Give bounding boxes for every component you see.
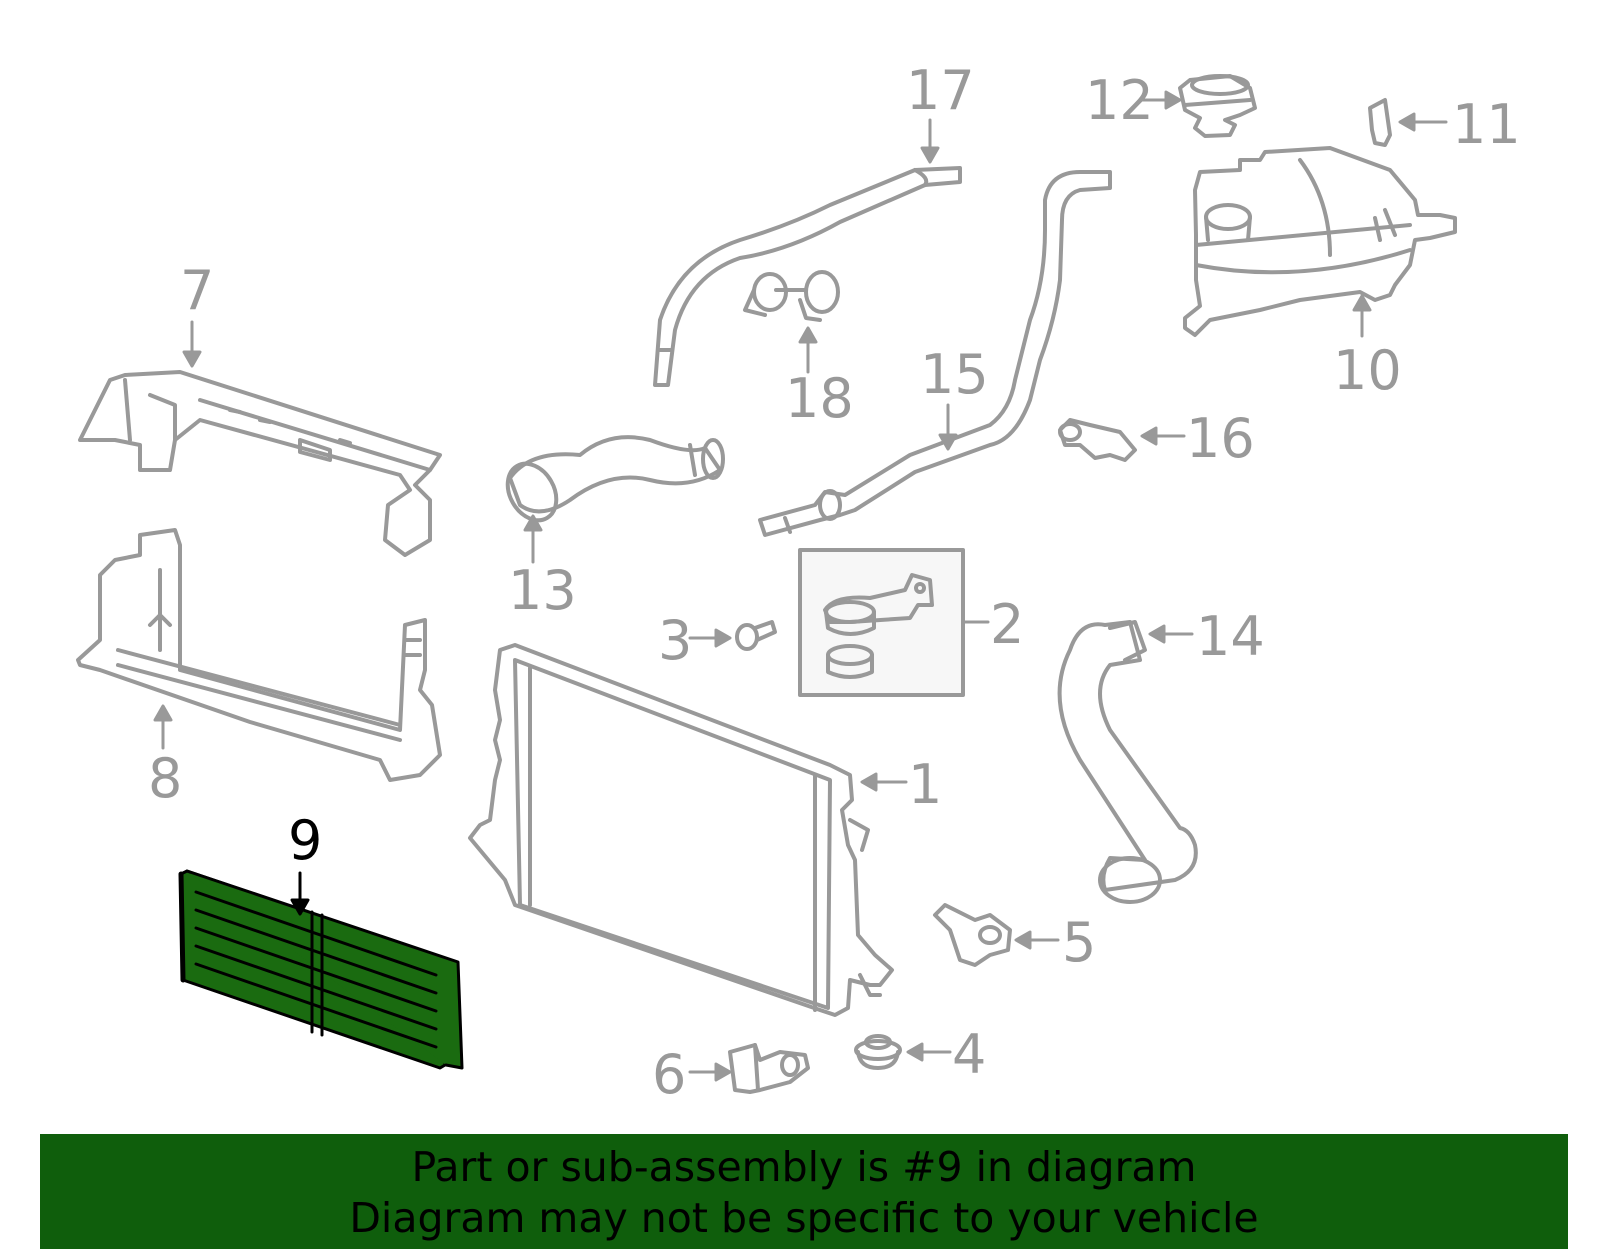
callout-6: 6 [652,1043,687,1106]
callout-13: 13 [508,559,577,622]
leader-12 [1138,90,1182,110]
callout-5: 5 [1062,911,1097,974]
leader-5 [1014,930,1060,950]
part-12-cap [1178,74,1257,138]
leader-18 [798,326,818,374]
callout-3: 3 [658,609,693,672]
callout-9: 9 [288,809,323,872]
callout-10: 10 [1333,339,1402,402]
callout-2: 2 [990,593,1025,656]
part-10-reservoir [1183,146,1457,337]
banner-line-2: Diagram may not be specific to your vehi… [349,1194,1259,1242]
callout-12: 12 [1085,69,1154,132]
leader-14 [1148,624,1194,644]
callout-4: 4 [952,1023,987,1086]
leader-7 [182,320,202,368]
part-6-sensor [728,1043,810,1094]
leader-1 [860,772,908,792]
banner-line-1: Part or sub-assembly is #9 in diagram [411,1143,1197,1191]
part-17-hose [653,166,962,387]
callout-16: 16 [1186,407,1255,470]
part-4-grommet [854,1034,902,1070]
callout-7: 7 [180,259,215,322]
parts-diagram [76,74,1457,1094]
part-9-shutter-assembly [178,869,464,1070]
callout-1: 1 [908,753,943,816]
part-2-grommet-kit [798,548,965,697]
leader-16 [1140,426,1186,446]
part-3-bolt [735,620,777,651]
callout-8: 8 [148,747,183,810]
part-18-clamp [743,270,840,322]
part-15-hose [758,170,1112,537]
leader-8 [153,704,173,750]
callout-18: 18 [785,367,854,430]
leader-arrows [153,90,1448,1082]
callout-11: 11 [1452,93,1521,156]
callout-14: 14 [1196,605,1265,668]
leader-4 [906,1042,952,1062]
part-1-radiator [468,643,894,1017]
leader-17 [920,118,940,164]
leader-11 [1398,112,1448,132]
leader-9 [290,871,310,916]
leader-13 [523,514,543,564]
part-5-sensor [933,903,1012,967]
leader-10 [1352,294,1372,338]
part-13-upper-hose [505,435,725,523]
leader-6 [688,1062,732,1082]
leader-15 [938,403,958,451]
part-8-lower-support [76,528,442,782]
part-11-bracket [1368,98,1392,147]
callout-17: 17 [906,59,975,122]
info-banner: Part or sub-assembly is #9 in diagram Di… [40,1134,1568,1249]
leader-3 [688,628,732,648]
callout-15: 15 [920,343,989,406]
part-16-clamp [1058,418,1137,462]
part-7-upper-support [78,370,442,557]
part-14-lower-hose [1057,620,1198,904]
